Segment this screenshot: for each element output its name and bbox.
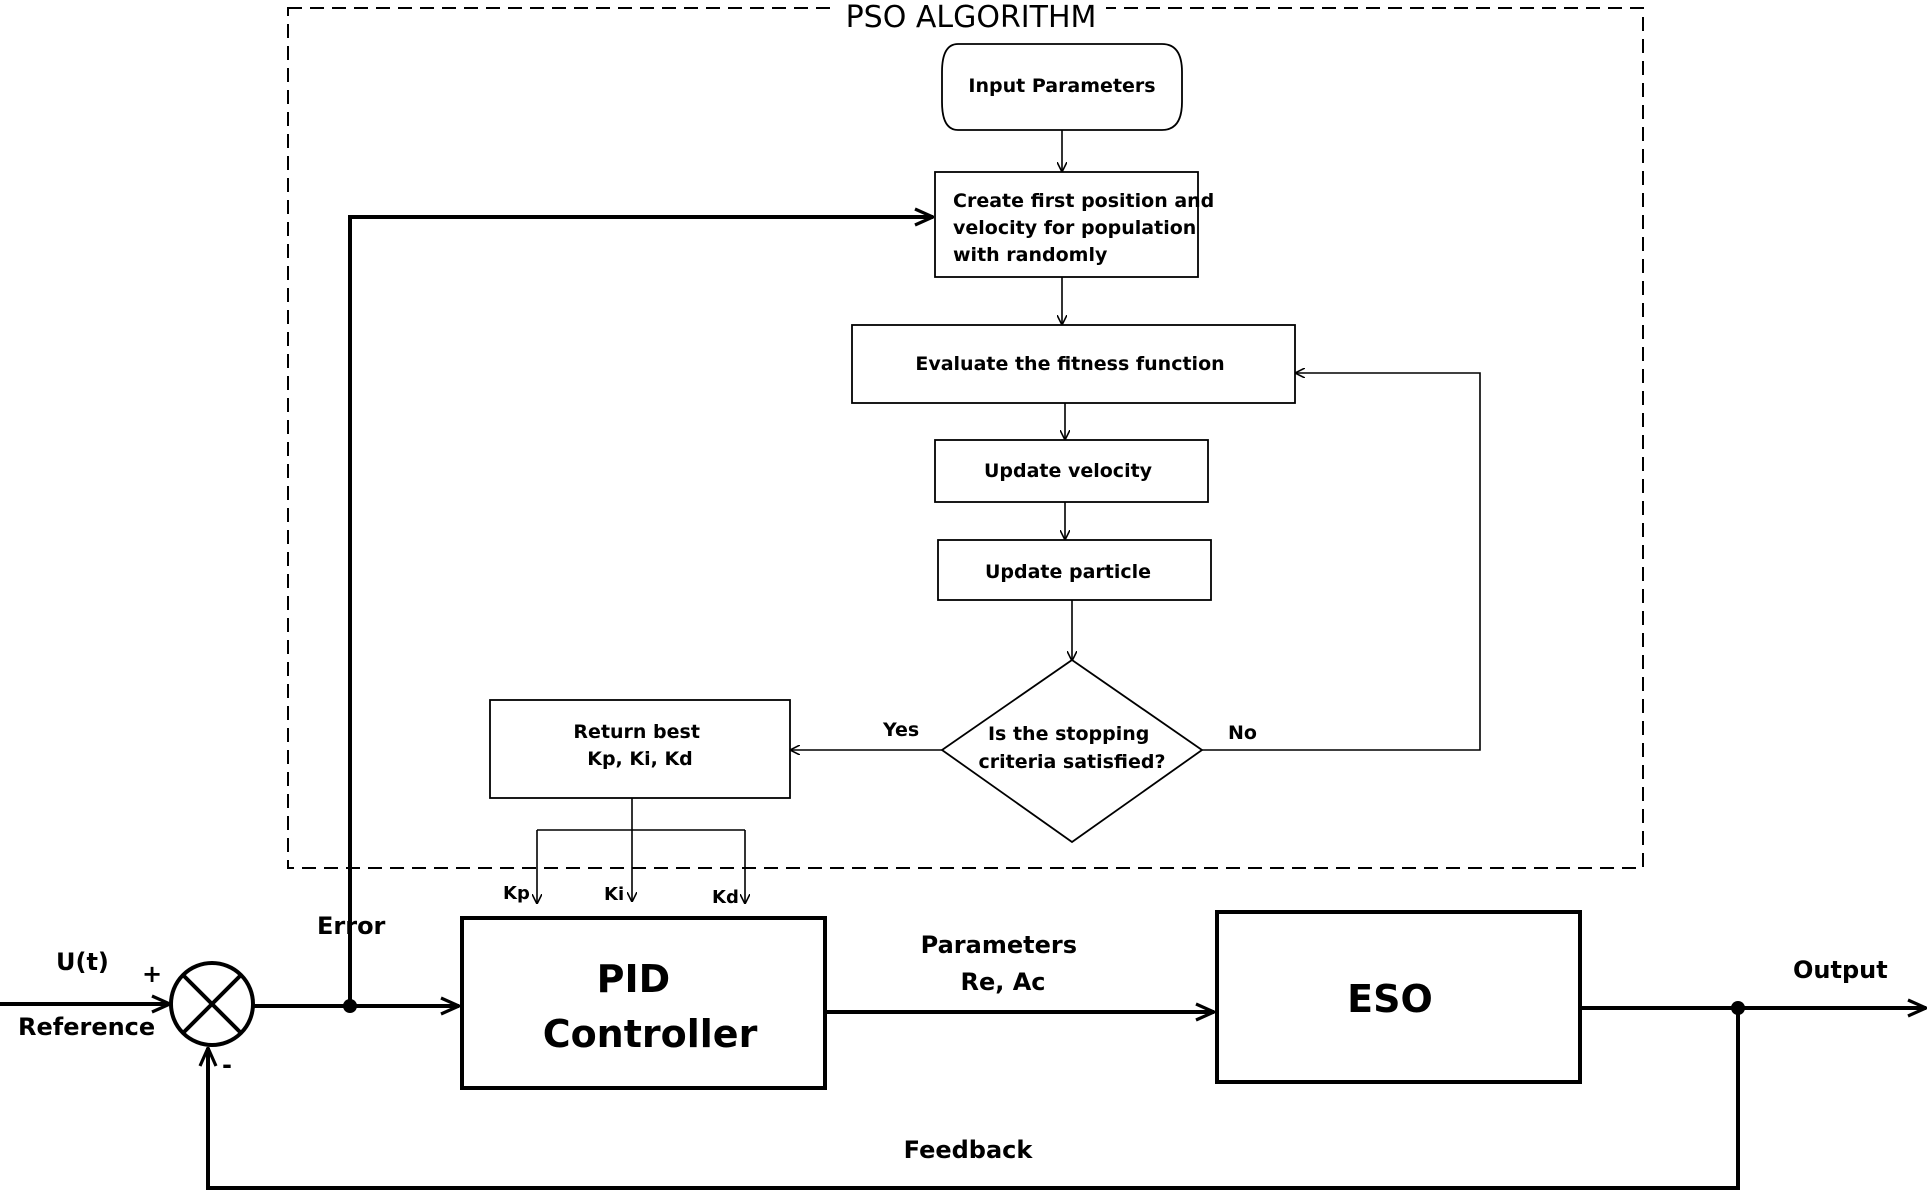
- reference-label: Reference: [18, 1013, 155, 1041]
- update-velocity-label: Update velocity: [984, 460, 1153, 482]
- plus-sign: +: [142, 960, 162, 988]
- update-velocity-box: [934, 439, 1209, 503]
- create-population-label: Create first position and velocity for p…: [953, 190, 1221, 266]
- stopping-criteria-label: Is the stopping criteria satisfied?: [978, 723, 1165, 773]
- kd-label: Kd: [712, 887, 739, 908]
- output-label: Output: [1793, 956, 1888, 984]
- evaluate-fitness-box: [851, 324, 1296, 404]
- error-path: [348, 217, 933, 1006]
- feedback-label: Feedback: [904, 1136, 1034, 1164]
- error-label: Error: [317, 912, 386, 940]
- summing-junction: [169, 961, 255, 1047]
- return-best-box: [489, 699, 791, 799]
- minus-sign: -: [222, 1051, 232, 1079]
- evaluate-fitness-label: Evaluate the fitness function: [915, 353, 1224, 375]
- error-node: [343, 999, 357, 1013]
- eso-box: [1215, 910, 1582, 1084]
- input-parameters-label: Input Parameters: [968, 75, 1155, 97]
- update-particle-label: Update particle: [985, 561, 1151, 583]
- eso-label: ESO: [1347, 977, 1433, 1021]
- ut-label: U(t): [56, 948, 109, 976]
- pso-region: [287, 7, 1644, 869]
- arrow-no-loop: [1202, 373, 1481, 751]
- pid-controller-box: [460, 916, 827, 1090]
- pid-controller-label: PID Controller: [543, 957, 758, 1056]
- pso-title: PSO ALGORITHM: [846, 0, 1097, 35]
- kp-label: Kp: [503, 883, 530, 904]
- feedback-path: [208, 1008, 1740, 1190]
- yes-label: Yes: [882, 719, 919, 741]
- ki-label: Ki: [604, 884, 624, 905]
- update-particle-box: [937, 539, 1212, 601]
- input-parameters-box: [941, 43, 1183, 131]
- parameters-label: Parameters Re, Ac: [921, 931, 1086, 996]
- create-population-box: [934, 171, 1199, 278]
- return-best-label: Return best Kp, Ki, Kd: [573, 721, 706, 770]
- no-label: No: [1228, 722, 1257, 744]
- stopping-criteria-diamond: [940, 658, 1204, 844]
